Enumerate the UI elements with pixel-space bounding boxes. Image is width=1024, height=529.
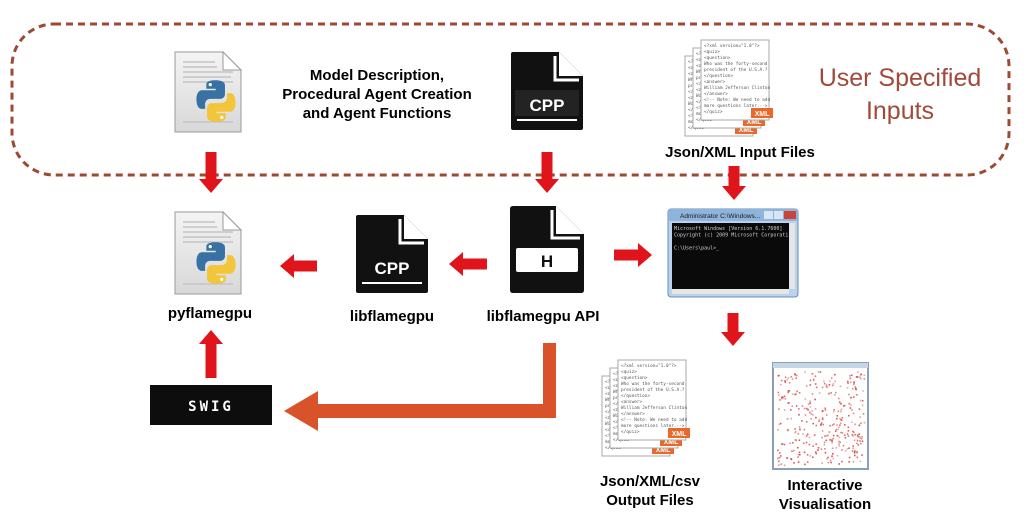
h-file-icon: H (510, 206, 584, 293)
xml-input-xml-badge: XML (747, 119, 763, 126)
xml-output-code-line: <quiz> (621, 369, 637, 375)
xml-input-code-line: </answer> (704, 91, 728, 97)
xml-input-xml-badge: XML (755, 111, 771, 118)
libflamegpu-cpp-text: CPP (375, 259, 410, 278)
python-document-icon (174, 50, 243, 133)
libflamegpu-to-pyflamegpu-arrow (280, 254, 317, 278)
xml-input-to-console-arrow (722, 166, 746, 200)
xml-input-code-line: William Jefferson Clinton (704, 85, 770, 91)
xml-input-code-line: Who was the forty-second (704, 61, 768, 67)
api-to-console-arrow (614, 243, 652, 267)
libflamegpu-cpp-icon: CPP (356, 215, 428, 293)
console-window-icon: Administrator C:\Windows... Microsoft Wi… (667, 208, 799, 298)
xml-input-code-line: president of the U.S.A.? (704, 67, 768, 73)
xml-input-code-line: <?xml version="1.0"?> (704, 43, 760, 49)
xml-input-code-line: </quiz> (704, 109, 723, 115)
xml-output-code-line: more questions later.--> (621, 423, 685, 429)
xml-output-code-line: <!-- Note: We need to add (621, 417, 687, 423)
xml-input-code-line: <answer> (704, 80, 726, 85)
interactive-visualisation-window (772, 362, 869, 470)
user-specified-inputs-label: User Specified Inputs (818, 64, 982, 125)
xml-output-code-line: <question> (621, 375, 648, 381)
swig-to-pyflamegpu-arrow (199, 330, 223, 378)
console-close-icon (784, 211, 796, 219)
xml-output-xml-badge: XML (664, 439, 680, 446)
xml-input-code-line: <quiz> (704, 49, 720, 55)
xml-input-code-line: more questions later.--> (704, 103, 768, 109)
xml-input-code-line: <question> (704, 55, 731, 61)
xml-input-sheet: <?xml version="1.0"?><quiz> <question> W… (700, 39, 773, 121)
xml-input-code-line: </question> (704, 73, 733, 79)
xml-output-code-line: <answer> (621, 400, 643, 405)
libflamegpu-label: libflamegpu (349, 308, 435, 325)
xml-output-sheet: <?xml version="1.0"?><quiz> <question> W… (617, 359, 690, 441)
xml-output-files-icon: <?xml version="1.0"?><quiz> <question> W… (601, 359, 690, 457)
xml-output-code-line: </quiz> (621, 429, 640, 435)
visualisation-agents (777, 371, 866, 467)
python-to-pyflamegpu-arrow (199, 152, 223, 193)
user-inputs-region (10, 22, 1011, 177)
console-title: Administrator C:\Windows... (680, 213, 760, 220)
json-xml-input-label: Json/XML Input Files (665, 144, 815, 161)
console-line: Copyright (c) 2009 Microsoft Corporati (674, 233, 788, 239)
cpp-file-icon: CPP (511, 52, 583, 130)
interactive-visualisation-label: Interactive Visualisation (778, 477, 872, 513)
libflamegpu-api-label: libflamegpu API (486, 308, 600, 325)
api-to-swig-arrow (284, 343, 556, 431)
xml-input-xml-badge: XML (739, 127, 755, 134)
pyflamegpu-label: pyflamegpu (167, 305, 253, 322)
xml-output-xml-badge: XML (672, 431, 688, 438)
console-line: C:\Users\paul>_ (674, 246, 720, 252)
console-line: Microsoft Windows [Version 6.1.7600] (674, 226, 782, 232)
xml-output-code-line: president of the U.S.A.? (621, 387, 685, 393)
xml-output-xml-badge: XML (656, 447, 672, 454)
console-to-output-arrow (721, 313, 745, 346)
h-file-text: H (541, 252, 553, 271)
model-description-label: Model Description, Procedural Agent Crea… (282, 67, 472, 122)
xml-output-code-line: </question> (621, 393, 650, 399)
json-xml-csv-output-label: Json/XML/csv Output Files (599, 473, 701, 509)
cpp-file-text: CPP (530, 96, 565, 115)
xml-output-code-line: <?xml version="1.0"?> (621, 363, 677, 369)
swig-logo-text: SWIG (188, 399, 234, 415)
api-to-libflamegpu-arrow (449, 252, 487, 276)
cpp-to-api-arrow (535, 152, 559, 193)
xml-output-code-line: Who was the forty-second (621, 381, 685, 387)
xml-output-code-line: </answer> (621, 411, 645, 417)
xml-output-code-line: William Jefferson Clinton (621, 405, 687, 411)
pyflamegpu-document-icon (174, 210, 243, 295)
xml-input-code-line: <!-- Note: We need to add (704, 97, 770, 103)
swig-logo: SWIG (150, 385, 272, 425)
xml-input-files-icon: <?xml version="1.0"?><quiz> <question> W… (684, 39, 773, 137)
